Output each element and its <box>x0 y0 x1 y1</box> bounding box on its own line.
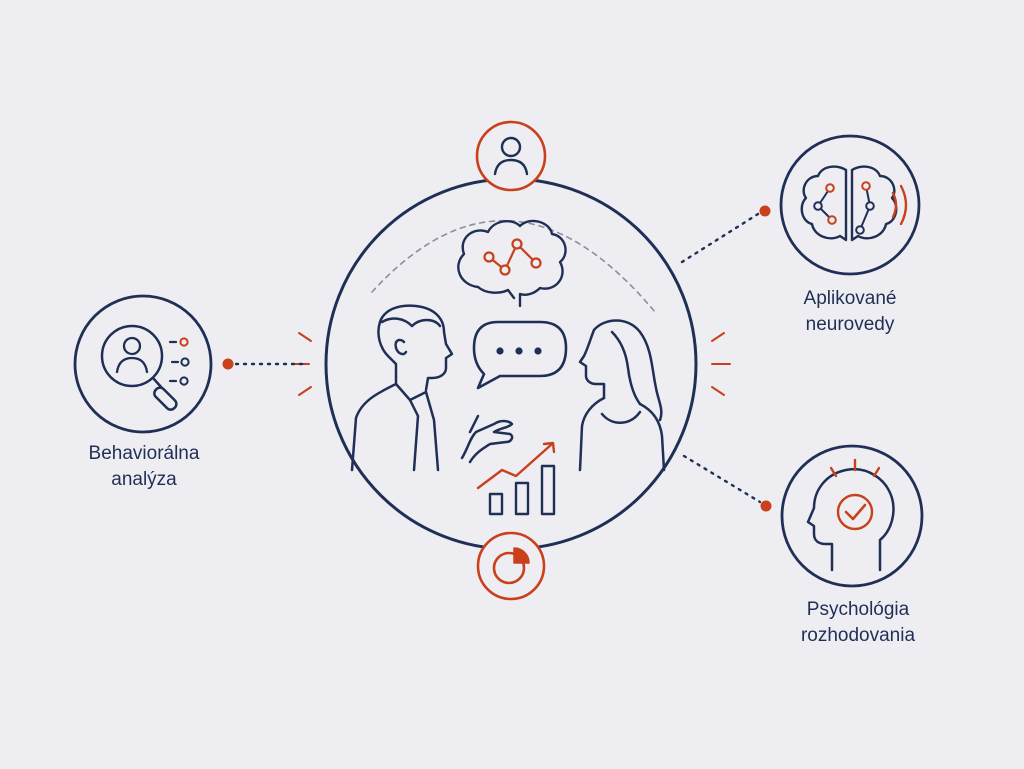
label-line: analýza <box>111 469 177 490</box>
growth-bar-chart-icon <box>476 441 556 516</box>
head-checkmark-icon <box>780 444 924 588</box>
connector-behavioral <box>222 358 308 370</box>
label-decision-psychology: Psychológia rozhodovania <box>748 597 968 649</box>
magnifier-person-icon <box>73 294 213 434</box>
label-line: rozhodovania <box>800 625 916 646</box>
woman-figure <box>578 319 666 472</box>
right-emphasis-lines <box>711 332 731 396</box>
label-line: Behaviorálna <box>88 443 200 464</box>
label-applied-neuroscience: Aplikované neurovedy <box>740 286 960 338</box>
connector-neuro <box>680 205 771 264</box>
label-line: Aplikované <box>803 288 897 309</box>
label-behavioral-analysis: Behaviorálna analýza <box>34 441 254 493</box>
pie-chart-icon <box>476 531 546 601</box>
person-icon <box>475 120 547 192</box>
man-figure <box>350 304 514 472</box>
central-circle <box>324 177 698 551</box>
connector-psych <box>682 454 772 512</box>
brain-network-icon <box>779 134 921 276</box>
label-line: Psychológia <box>806 599 910 620</box>
label-line: neurovedy <box>805 314 895 335</box>
central-hub <box>292 120 731 601</box>
thinking-brain-icon <box>457 219 567 308</box>
speech-bubble-icon <box>472 320 568 390</box>
